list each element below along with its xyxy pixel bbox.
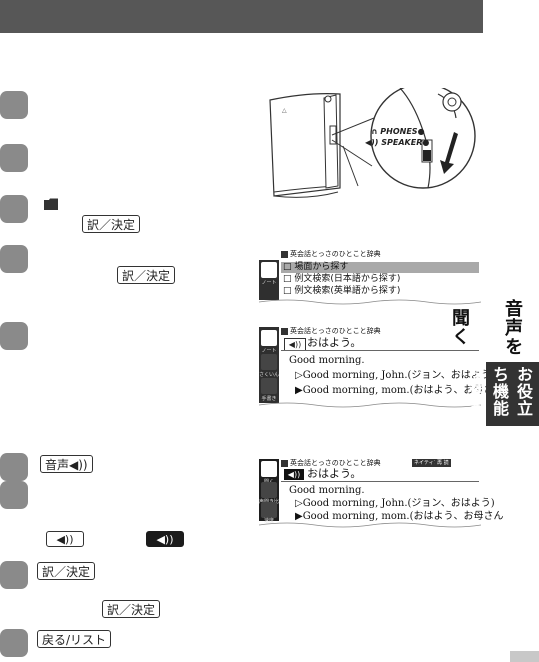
headphone-icon[interactable] (261, 461, 277, 477)
tag-replay: 再 読 (435, 459, 451, 467)
screen-audio: 英会話とっさのひとこと辞典 ネイティブ 再 読 聞く 声聞き比べ 速度 ◀)) … (259, 459, 504, 535)
entry-line: ▶Good morning, mom.(おはよう、お母さん (295, 511, 504, 522)
menu-item[interactable]: □ 例文検索(日本語から探す) (283, 274, 401, 284)
screen-sidebar: 聞く 声聞き比べ 速度 (259, 459, 279, 524)
entry-line: ▷Good morning, John.(ジョン、おはよう) (295, 498, 495, 509)
step-badge-4 (0, 245, 28, 273)
folder-icon (44, 198, 58, 210)
page-number-box (510, 651, 539, 662)
speaker-label: ◀)) SPEAKER● (365, 138, 430, 147)
screen-header: 英会話とっさのひとこと辞典 (259, 327, 481, 336)
tag-native: ネイティブ (412, 459, 441, 467)
torn-edge (259, 299, 481, 312)
note-icon[interactable] (261, 262, 277, 278)
step-badge-8 (0, 561, 28, 589)
pen-icon[interactable] (261, 378, 277, 394)
step-badge-5 (0, 322, 28, 350)
speed-icon[interactable] (261, 502, 277, 518)
step-badge-3 (0, 195, 28, 223)
menu-item[interactable]: □ 場面から探す (283, 262, 349, 272)
svg-text:△: △ (282, 107, 287, 114)
torn-edge (259, 402, 481, 415)
screen-entry: 英会話とっさのひとこと辞典 ノート さくいん検索 手書き ◀)) おはよう。 G… (259, 327, 504, 421)
divider (281, 481, 479, 482)
entry-line: Good morning. (289, 485, 365, 496)
key-yaku-kettei-step4[interactable]: 訳／決定 (117, 266, 176, 284)
step-badge-1 (0, 91, 28, 119)
headphone-icon: ∩ (371, 127, 381, 136)
step-badge-2 (0, 144, 28, 172)
speaker-icon[interactable]: ◀)) (284, 469, 304, 480)
step-badge-7 (0, 481, 28, 509)
key-yaku-kettei-step3[interactable]: 訳／決定 (82, 215, 141, 233)
screen-sidebar: ノート さくいん検索 手書き (259, 327, 279, 403)
header-bar (0, 0, 483, 33)
screen-menu: 英会話とっさのひとこと辞典 ノート □ 場面から探す □ 例文検索(日本語から探… (259, 250, 481, 312)
divider (281, 350, 479, 351)
entry-line: ▷Good morning, John.(ジョン、おはよう) (295, 370, 495, 381)
key-modoru-list[interactable]: 戻る/リスト (37, 630, 112, 648)
headword: おはよう。 (307, 467, 362, 480)
note-icon[interactable] (261, 330, 277, 346)
compare-voice-icon[interactable] (261, 482, 277, 498)
menu-item[interactable]: □ 例文検索(英単語から探す) (283, 286, 401, 296)
category-tab[interactable]: お役立ち機能を使う (466, 362, 539, 426)
section-tab-label: 音声を聞く (449, 298, 523, 356)
key-yaku-kettei-step8[interactable]: 訳／決定 (37, 562, 96, 580)
step-badge-9 (0, 629, 28, 657)
headword: おはよう。 (307, 336, 362, 349)
screen-header: 英会話とっさのひとこと辞典 (259, 459, 481, 468)
category-tab-label: お役立ち機能を使う (466, 366, 533, 417)
key-onsei[interactable]: 音声◀)) (40, 455, 93, 473)
entry-line: ▶Good morning, mom.(おはよう、お母さん (295, 385, 504, 396)
torn-edge (259, 522, 481, 535)
key-yaku-kettei-step8b[interactable]: 訳／決定 (102, 600, 161, 618)
device-illustration: △ (269, 88, 476, 198)
menu-highlight (281, 262, 479, 273)
screen-header: 英会話とっさのひとこと辞典 (259, 250, 481, 259)
step-badge-6 (0, 453, 28, 481)
search-icon[interactable] (261, 354, 277, 370)
screen-sidebar: ノート (259, 260, 279, 300)
entry-line: Good morning. (289, 355, 365, 366)
speaker-icon-key-outline[interactable]: ◀)) (46, 531, 84, 547)
speaker-icon-key-filled[interactable]: ◀)) (146, 531, 184, 547)
phones-label: ∩ PHONES● (371, 127, 425, 136)
